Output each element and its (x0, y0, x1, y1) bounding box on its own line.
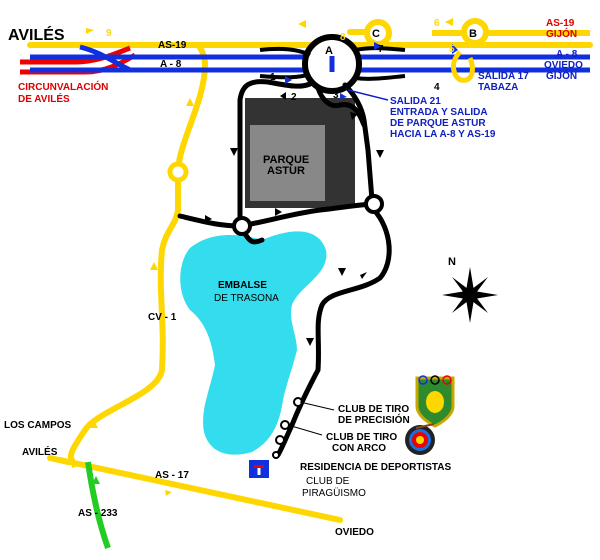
junction-east[interactable] (364, 194, 384, 214)
label-right-as19-1: AS-19 (546, 18, 575, 29)
label-as17: AS - 17 (155, 470, 189, 481)
label-a8: A - 8 (160, 59, 182, 70)
label-club-tiro-prec-1: CLUB DE TIRO (338, 404, 409, 415)
label-node-b: B (469, 28, 477, 40)
archery-target-icon (405, 423, 435, 455)
label-club-tiro-prec-2: DE PRECISIÓN (338, 413, 410, 426)
arrows-black (205, 92, 384, 346)
arrows-yellow (72, 18, 453, 496)
label-oviedo: OVIEDO (335, 527, 374, 538)
label-aviles-bottom: AVILÉS (22, 445, 58, 458)
label-club-tiro-arco-1: CLUB DE TIRO (326, 432, 397, 443)
label-exit9: 9 (106, 28, 112, 39)
parque-astur-light (250, 125, 325, 201)
label-right-as19-2: GIJÓN (546, 27, 577, 40)
node-club-arco[interactable] (280, 420, 290, 430)
embalse-trasona (180, 231, 327, 455)
label-node-c: C (372, 28, 380, 40)
club-prec-pointer (299, 401, 335, 411)
label-right-a8-1: A - 8 (556, 49, 578, 60)
node-yellow-cv1[interactable] (167, 161, 189, 183)
label-right-a8-2: OVIEDO (544, 60, 583, 71)
label-as19: AS-19 (158, 40, 187, 51)
label-residencia: RESIDENCIA DE DEPORTISTAS (300, 462, 451, 473)
ramp-a-right (354, 46, 406, 81)
club-arco-pointer (287, 424, 323, 436)
label-exit4: 4 (434, 82, 440, 93)
node-residencia[interactable] (275, 435, 285, 445)
label-parque-1: PARQUE (263, 154, 309, 166)
label-salida17-1: SALIDA 17 (478, 71, 529, 82)
label-exit2: 2 (291, 92, 297, 103)
label-circunvalacion-1: CIRCUNVALACIÓN (18, 80, 108, 93)
label-cv1: CV - 1 (148, 312, 177, 323)
labels-layer: AVILÉS 9 AS-19 A - 8 CIRCUNVALACIÓN DE A… (4, 18, 583, 538)
label-city-top: AVILÉS (8, 25, 65, 44)
label-club-tiro-arco-2: CON ARCO (332, 443, 386, 454)
road-as233 (85, 461, 111, 550)
label-piraguismo-2: PIRAGÜISMO (302, 487, 366, 499)
label-salida21-1: SALIDA 21 (390, 96, 441, 107)
label-compass-n: N (448, 256, 456, 268)
shooting-club-emblem-icon (415, 375, 455, 428)
label-exit5: 5 (449, 44, 455, 55)
salida17-loop (451, 50, 475, 83)
label-circunvalacion-2: DE AVILÉS (18, 92, 70, 105)
label-salida17-2: TABAZA (478, 82, 518, 93)
dead-end-sign-icon (249, 460, 269, 478)
label-exit6: 6 (434, 18, 440, 29)
arrow-green (92, 476, 100, 484)
label-parque-2: ASTUR (267, 165, 305, 177)
arrows-blue (285, 42, 458, 99)
salida21-pointer (347, 89, 389, 101)
node-piraguismo[interactable] (272, 451, 280, 459)
label-as233: AS - 233 (78, 508, 118, 519)
label-embalse-2: DE TRASONA (214, 293, 279, 304)
ramp-a-left (259, 46, 311, 80)
label-exit3: 3 (333, 90, 339, 101)
label-los-campos: LOS CAMPOS (4, 420, 72, 431)
label-exit7: 7 (378, 44, 384, 55)
node-b[interactable] (461, 18, 489, 46)
label-exit1: 1 (270, 72, 276, 83)
compass-icon (442, 267, 498, 323)
junction-west[interactable] (232, 216, 252, 236)
label-piraguismo-1: CLUB DE (306, 476, 350, 487)
label-salida21-4: HACIA LA A-8 Y AS-19 (390, 129, 496, 140)
label-exit8: 8 (340, 32, 346, 43)
label-salida21-3: DE PARQUE ASTUR (390, 118, 486, 129)
label-salida21-2: ENTRADA Y SALIDA (390, 107, 488, 118)
label-node-a: A (325, 45, 333, 57)
label-embalse-1: EMBALSE (218, 280, 267, 291)
label-right-a8-3: GIJÓN (546, 69, 577, 82)
